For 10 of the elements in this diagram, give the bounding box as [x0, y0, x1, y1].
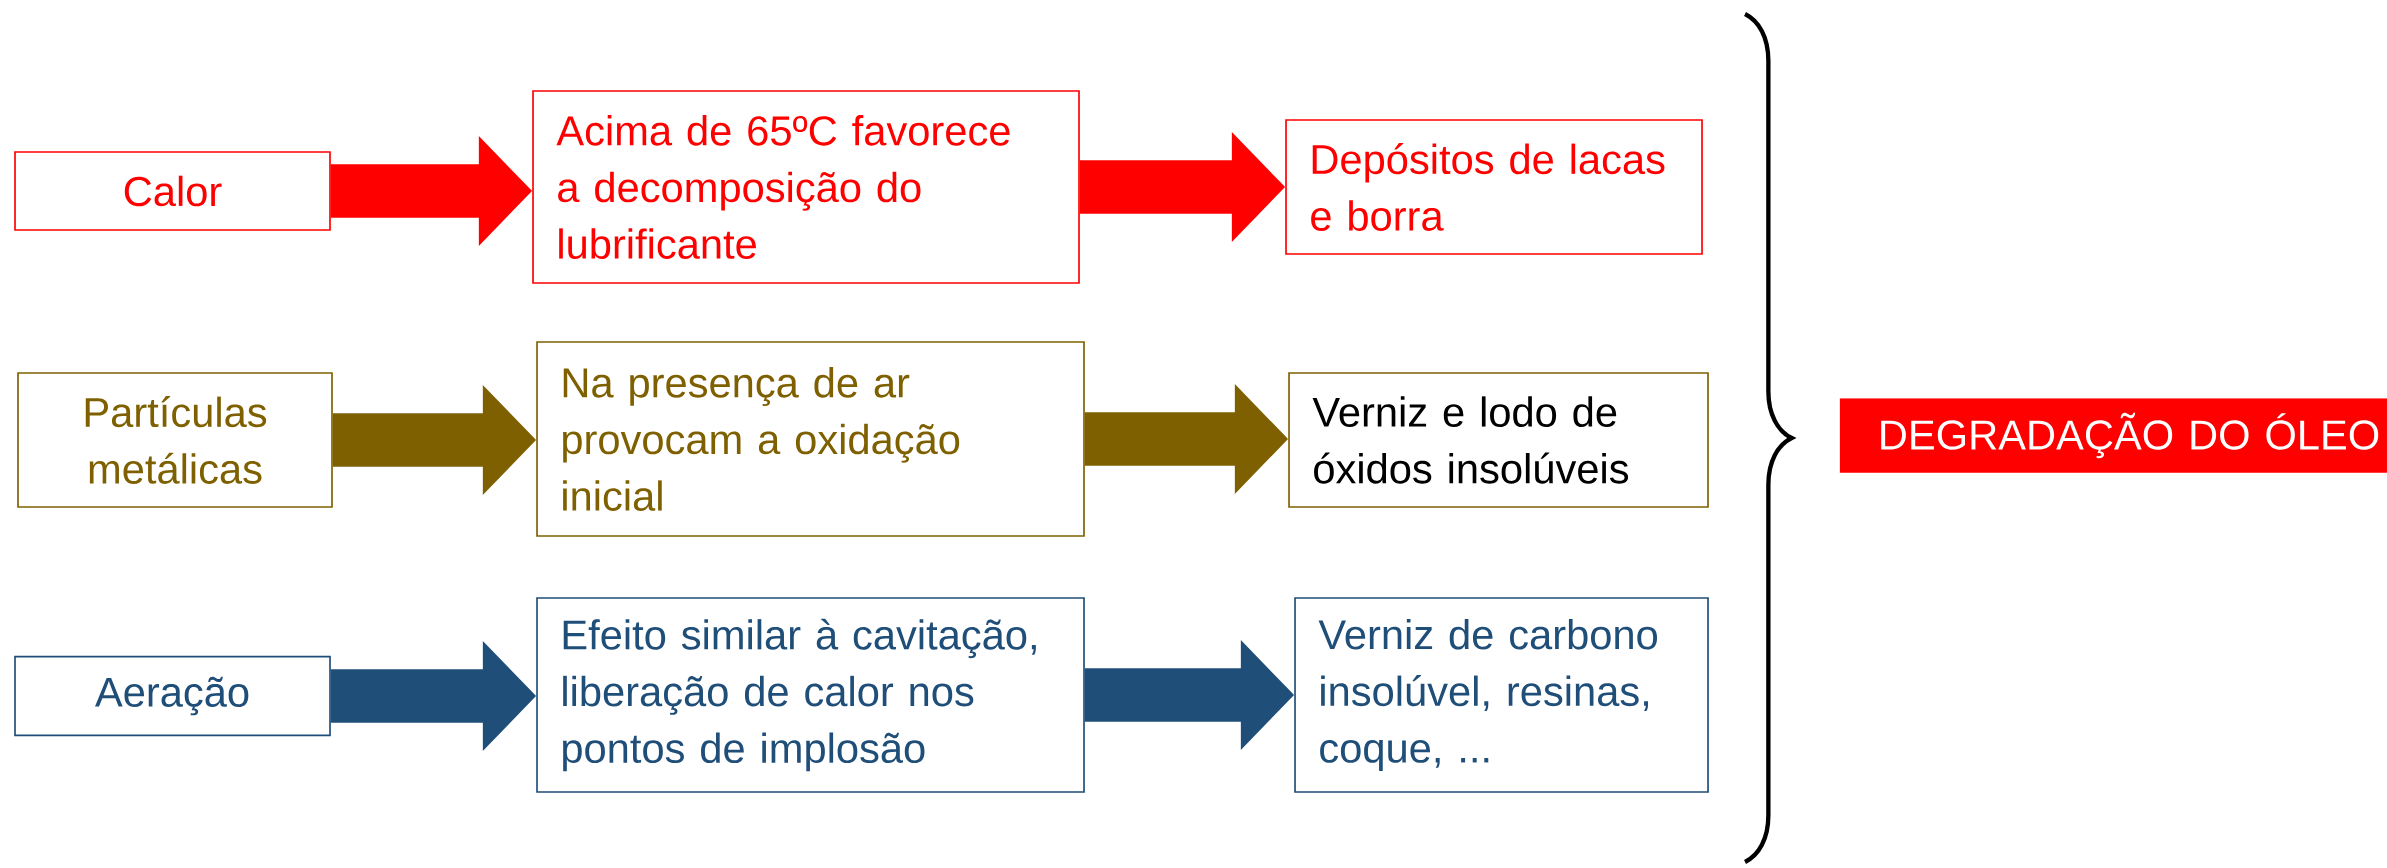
- result-box: Verniz e lodo de óxidos insolúveis: [1288, 372, 1709, 508]
- outcome-box: DEGRADAÇÃO DO ÓLEO: [1839, 398, 2387, 473]
- result-box: Depósitos de lacas e borra: [1285, 119, 1703, 255]
- process-box: Efeito similar à cavitação, liberação de calor nos pontos de implosão: [536, 597, 1085, 793]
- process-box: Acima de 65ºC favorece a decomposição do lubrificante: [532, 90, 1080, 284]
- result-box: Verniz de carbono insolúvel, resinas, coque, ...: [1294, 597, 1709, 793]
- cause-box: Aeração: [14, 655, 331, 737]
- cause-box: Calor: [14, 151, 331, 231]
- process-box: Na presença de ar provocam a oxidação inicial: [536, 341, 1085, 537]
- cause-box: Partículas metálicas: [17, 372, 333, 508]
